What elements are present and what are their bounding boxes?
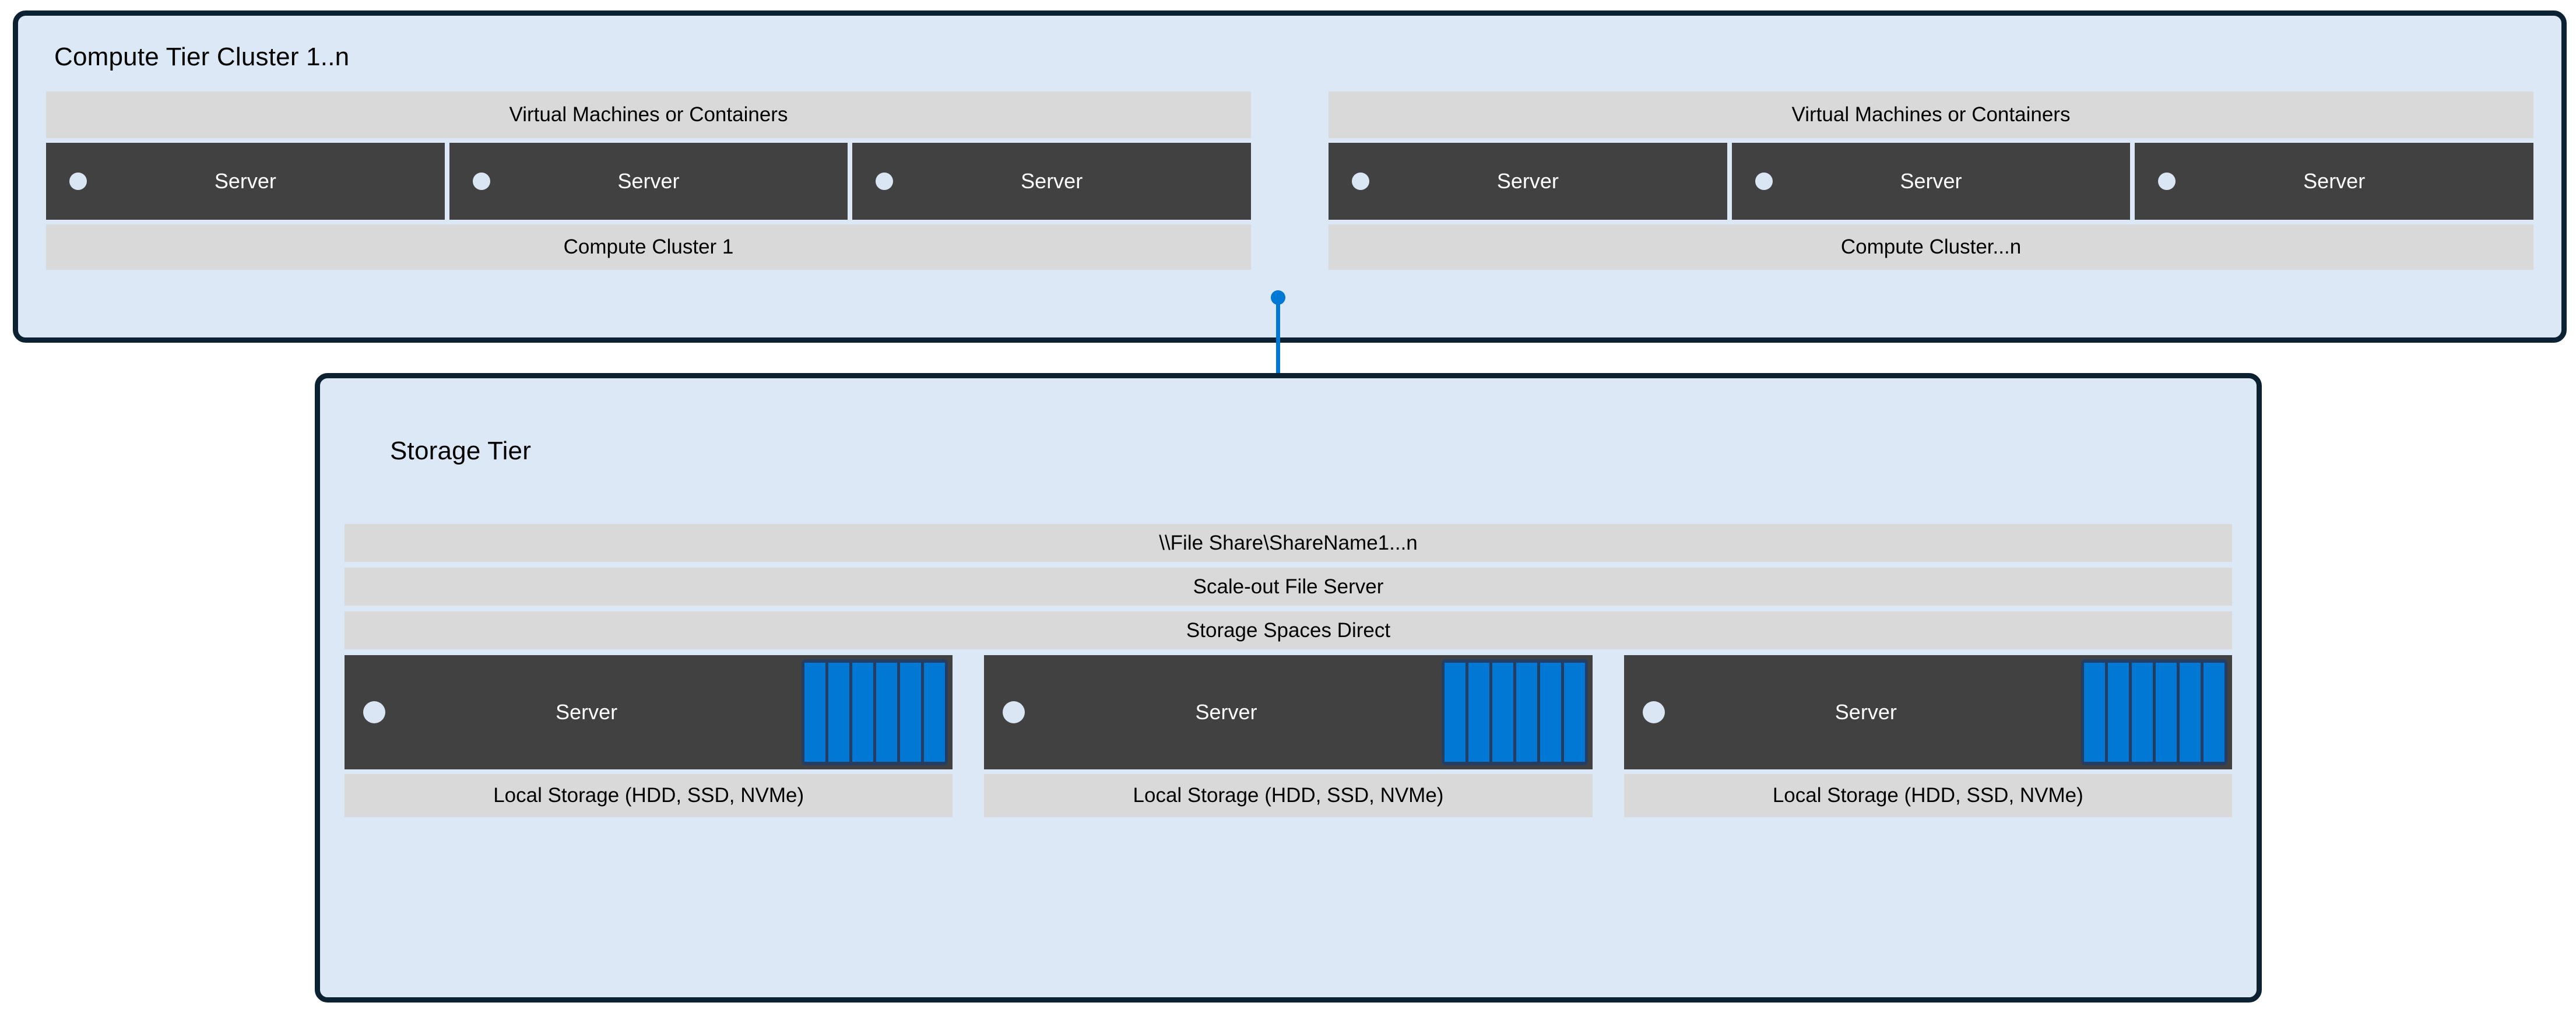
local-storage-band: Local Storage (HDD, SSD, NVMe) bbox=[345, 774, 953, 817]
disk-drive-icon bbox=[1563, 663, 1585, 762]
compute-server-row: Server Server Server bbox=[1329, 143, 2534, 220]
disk-drive-icon bbox=[1540, 663, 1561, 762]
compute-server[interactable]: Server bbox=[852, 143, 1252, 220]
storage-tier-container: Storage Tier \\File Share\ShareName1...n… bbox=[315, 373, 2262, 1003]
disk-drive-icon bbox=[852, 663, 874, 762]
storage-layer-stack: \\File Share\ShareName1...n Scale-out Fi… bbox=[345, 524, 2232, 649]
file-share-band: \\File Share\ShareName1...n bbox=[345, 524, 2232, 562]
status-led-icon bbox=[1352, 173, 1369, 190]
server-label: Server bbox=[214, 169, 276, 193]
storage-spaces-direct-band: Storage Spaces Direct bbox=[345, 611, 2232, 649]
server-label: Server bbox=[1021, 169, 1083, 193]
status-led-icon bbox=[363, 701, 385, 723]
server-label: Server bbox=[1900, 169, 1962, 193]
disk-drive-icon bbox=[2179, 663, 2201, 762]
disk-drive-icon bbox=[804, 663, 826, 762]
storage-node-1: Server Local Storage (HDD, SSD, NVMe) bbox=[345, 655, 953, 817]
status-led-icon bbox=[1003, 701, 1025, 723]
storage-server[interactable]: Server bbox=[984, 655, 1593, 769]
status-led-icon bbox=[69, 173, 87, 190]
status-led-icon bbox=[472, 173, 490, 190]
disk-drive-icon bbox=[2083, 663, 2105, 762]
server-label: Server bbox=[1835, 700, 1897, 724]
disk-drive-icon bbox=[2107, 663, 2129, 762]
storage-node-2: Server Local Storage (HDD, SSD, NVMe) bbox=[984, 655, 1593, 817]
compute-tier-title: Compute Tier Cluster 1..n bbox=[54, 43, 350, 71]
scale-out-file-server-band: Scale-out File Server bbox=[345, 568, 2232, 606]
disk-drive-icon bbox=[900, 663, 922, 762]
compute-server-row: Server Server Server bbox=[46, 143, 1252, 220]
storage-server[interactable]: Server bbox=[345, 655, 953, 769]
status-led-icon bbox=[2158, 173, 2176, 190]
status-led-icon bbox=[1642, 701, 1665, 723]
compute-cluster-1: Virtual Machines or Containers Server Se… bbox=[46, 92, 1252, 270]
status-led-icon bbox=[1755, 173, 1773, 190]
compute-cluster-band: Compute Cluster...n bbox=[1329, 224, 2533, 270]
compute-tier-container: Compute Tier Cluster 1..n Virtual Machin… bbox=[13, 10, 2567, 343]
storage-node-3: Server Local Storage (HDD, SSD, NVMe) bbox=[1623, 655, 2232, 817]
virtual-machines-band: Virtual Machines or Containers bbox=[46, 92, 1251, 138]
server-label: Server bbox=[617, 169, 680, 193]
compute-server[interactable]: Server bbox=[449, 143, 848, 220]
compute-server[interactable]: Server bbox=[46, 143, 445, 220]
compute-server[interactable]: Server bbox=[1731, 143, 2131, 220]
disk-drive-icon bbox=[2155, 663, 2177, 762]
disk-drive-icon bbox=[1468, 663, 1489, 762]
server-label: Server bbox=[1195, 700, 1257, 724]
disk-bay bbox=[802, 659, 948, 765]
disk-drive-icon bbox=[876, 663, 898, 762]
disk-drive-icon bbox=[1516, 663, 1537, 762]
server-label: Server bbox=[556, 700, 618, 724]
disk-drive-icon bbox=[2203, 663, 2224, 762]
disk-bay bbox=[2081, 659, 2227, 765]
storage-node-list: Server Local Storage (HDD, SSD, NVMe) Se… bbox=[345, 655, 2232, 817]
compute-cluster-group-list: Virtual Machines or Containers Server Se… bbox=[46, 92, 2534, 270]
storage-tier-title: Storage Tier bbox=[390, 437, 532, 465]
disk-drive-icon bbox=[1444, 663, 1466, 762]
local-storage-band: Local Storage (HDD, SSD, NVMe) bbox=[1623, 774, 2232, 817]
disk-drive-icon bbox=[1492, 663, 1513, 762]
local-storage-band: Local Storage (HDD, SSD, NVMe) bbox=[984, 774, 1593, 817]
disk-drive-icon bbox=[2131, 663, 2153, 762]
status-led-icon bbox=[876, 173, 894, 190]
disk-drive-icon bbox=[924, 663, 946, 762]
server-label: Server bbox=[1496, 169, 1559, 193]
virtual-machines-band: Virtual Machines or Containers bbox=[1329, 92, 2533, 138]
compute-server[interactable]: Server bbox=[2135, 143, 2534, 220]
disk-drive-icon bbox=[828, 663, 850, 762]
storage-server[interactable]: Server bbox=[1623, 655, 2232, 769]
server-label: Server bbox=[2303, 169, 2366, 193]
compute-cluster-band: Compute Cluster 1 bbox=[46, 224, 1251, 270]
compute-server[interactable]: Server bbox=[1329, 143, 1727, 220]
compute-cluster-n: Virtual Machines or Containers Server Se… bbox=[1329, 92, 2534, 270]
disk-bay bbox=[1441, 659, 1588, 765]
